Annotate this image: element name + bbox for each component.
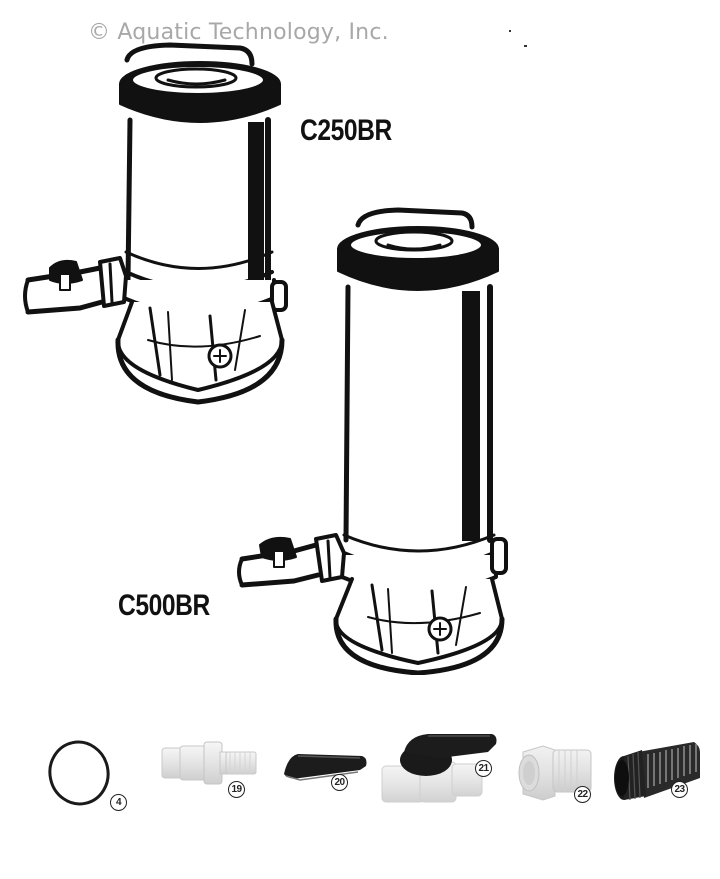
- part-number-badge: 4: [110, 794, 127, 811]
- chlorinator-icon: [237, 207, 508, 675]
- copyright-text: © Aquatic Technology, Inc.: [88, 20, 389, 45]
- chlorinator-c500br-drawing: [236, 205, 516, 675]
- chlorinator-icon: [23, 42, 288, 405]
- scan-mark: [524, 45, 527, 47]
- part-number-badge: 19: [228, 781, 245, 798]
- chlorinator-c250br-drawing: [20, 40, 310, 410]
- part-reducer-bushing: [515, 740, 595, 804]
- part-strainer: [608, 738, 708, 808]
- reducer-bushing-icon: [518, 745, 592, 801]
- part-o-ring: [46, 738, 116, 808]
- part-number-badge: 20: [331, 774, 348, 791]
- scan-mark: [509, 30, 511, 32]
- part-number-badge: 22: [574, 786, 591, 803]
- part-valve-handle: [280, 748, 370, 782]
- part-number-badge: 21: [475, 760, 492, 777]
- part-ball-valve: [380, 730, 500, 805]
- strainer-icon: [614, 742, 700, 801]
- part-union-fitting: [160, 738, 260, 788]
- model-label-c500br: C500BR: [118, 589, 210, 622]
- o-ring-icon: [48, 740, 110, 806]
- ball-valve-icon: [381, 734, 497, 803]
- part-number-badge: 23: [671, 781, 688, 798]
- union-fitting-icon: [161, 741, 257, 785]
- valve-handle-icon: [284, 754, 367, 781]
- model-label-c250br: C250BR: [300, 114, 392, 147]
